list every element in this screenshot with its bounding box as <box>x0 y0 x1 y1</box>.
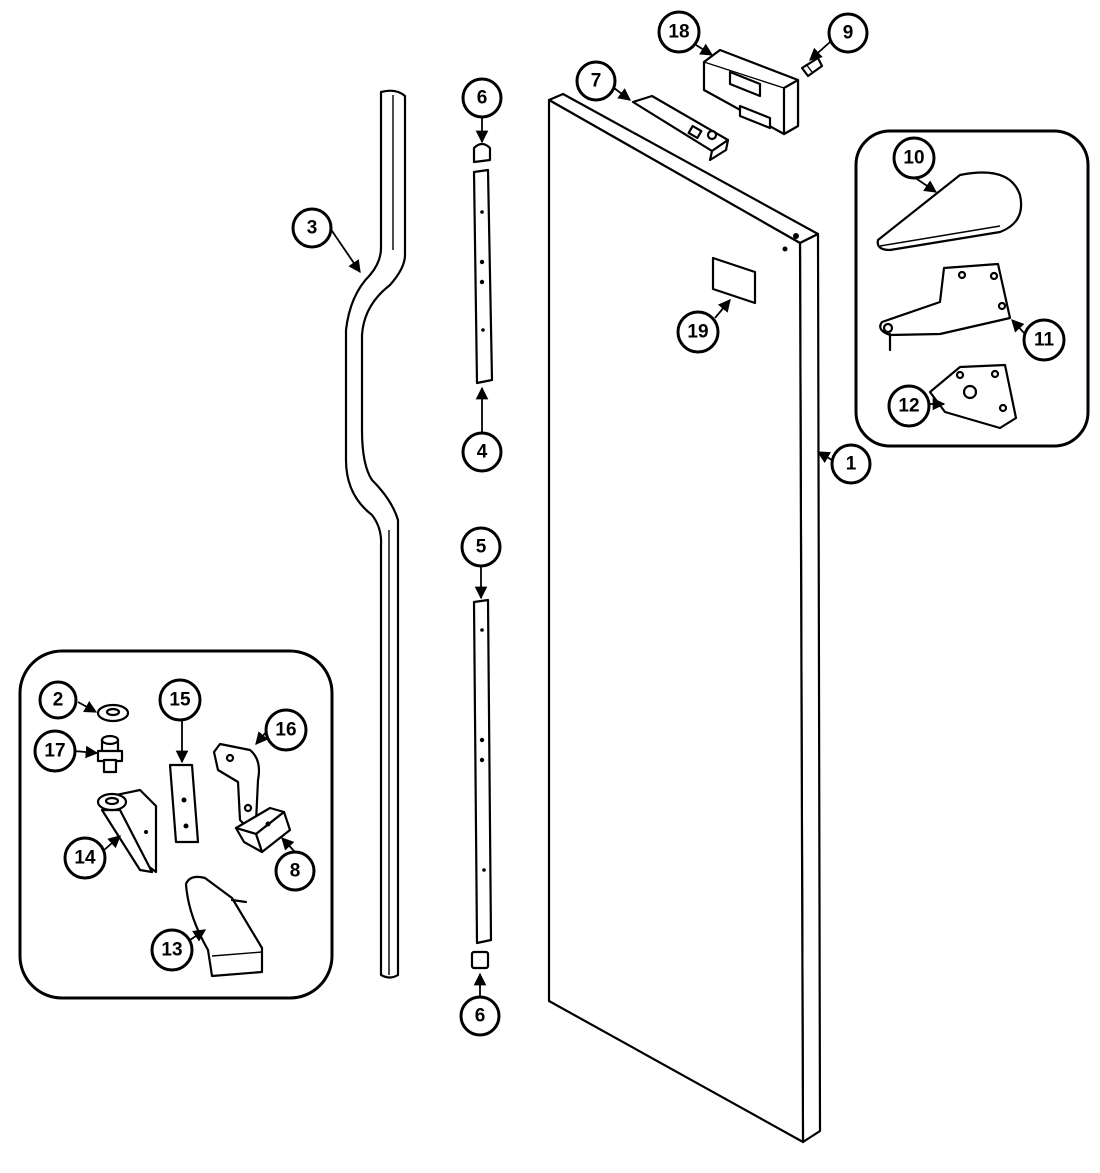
callout-12-number: 12 <box>898 396 919 417</box>
end-cap-lower <box>470 950 490 970</box>
pin-17 <box>96 734 124 774</box>
callout-6-bottom-number: 6 <box>475 1006 486 1027</box>
handle-trim-upper <box>472 168 494 385</box>
bracket-16 <box>212 742 261 827</box>
shim-15 <box>168 763 200 844</box>
callout-10-number: 10 <box>903 148 924 169</box>
leader-lines <box>73 41 1026 997</box>
door-label-plate <box>711 256 757 305</box>
callout-5-number: 5 <box>476 537 487 558</box>
callout-1-number: 1 <box>846 454 857 475</box>
callout-9-number: 9 <box>843 23 854 44</box>
callout-17-number: 17 <box>44 741 65 762</box>
callout-14-number: 14 <box>74 848 96 869</box>
callout-11: 11 <box>1022 318 1066 362</box>
end-cap-upper <box>472 142 492 164</box>
callout-6-bottom: 6 <box>459 995 501 1037</box>
callout-3: 3 <box>291 207 333 249</box>
callout-2: 2 <box>38 680 78 720</box>
handle-trim-lower <box>472 598 493 945</box>
callout-19: 19 <box>676 310 720 354</box>
screw-9 <box>800 56 824 78</box>
callout-16: 16 <box>264 708 308 752</box>
callout-14: 14 <box>63 836 107 880</box>
hardware-inset-frame <box>18 649 334 1000</box>
hinge-cover-13 <box>184 875 264 978</box>
callout-7: 7 <box>575 60 617 102</box>
callout-16-number: 16 <box>275 720 296 741</box>
callout-15: 15 <box>158 678 202 722</box>
callout-17: 17 <box>33 729 77 773</box>
door-handle <box>344 89 407 979</box>
hinge-inset-frame <box>854 129 1090 448</box>
callout-7-number: 7 <box>591 71 602 92</box>
callout-12: 12 <box>887 384 931 428</box>
upper-hinge-11 <box>879 262 1012 352</box>
washer-2 <box>96 703 130 723</box>
callout-18-number: 18 <box>668 22 689 43</box>
callout-2-number: 2 <box>53 690 64 711</box>
callout-19-number: 19 <box>687 322 708 343</box>
callout-8: 8 <box>274 850 316 892</box>
hinge-cover-10 <box>876 171 1023 252</box>
callout-13: 13 <box>150 928 194 972</box>
callout-9: 9 <box>827 12 869 54</box>
callout-6-top-number: 6 <box>477 88 488 109</box>
callout-11-number: 11 <box>1034 330 1055 351</box>
hinge-cover-block <box>702 48 800 136</box>
callout-4: 4 <box>461 431 503 473</box>
callout-1: 1 <box>830 443 872 485</box>
door-panel <box>547 92 822 1144</box>
door-stop-bracket <box>631 94 730 162</box>
callout-5: 5 <box>460 526 502 568</box>
callout-8-number: 8 <box>290 861 301 882</box>
clip-8 <box>234 806 292 854</box>
callout-13-number: 13 <box>161 940 182 961</box>
callout-4-number: 4 <box>477 442 488 463</box>
hinge-plate-12 <box>928 363 1018 430</box>
callout-6-top: 6 <box>461 77 503 119</box>
callout-3-number: 3 <box>307 218 318 239</box>
callout-15-number: 15 <box>169 690 191 711</box>
callout-10: 10 <box>892 136 936 180</box>
callout-18: 18 <box>657 10 701 54</box>
lower-hinge-14 <box>96 788 158 874</box>
